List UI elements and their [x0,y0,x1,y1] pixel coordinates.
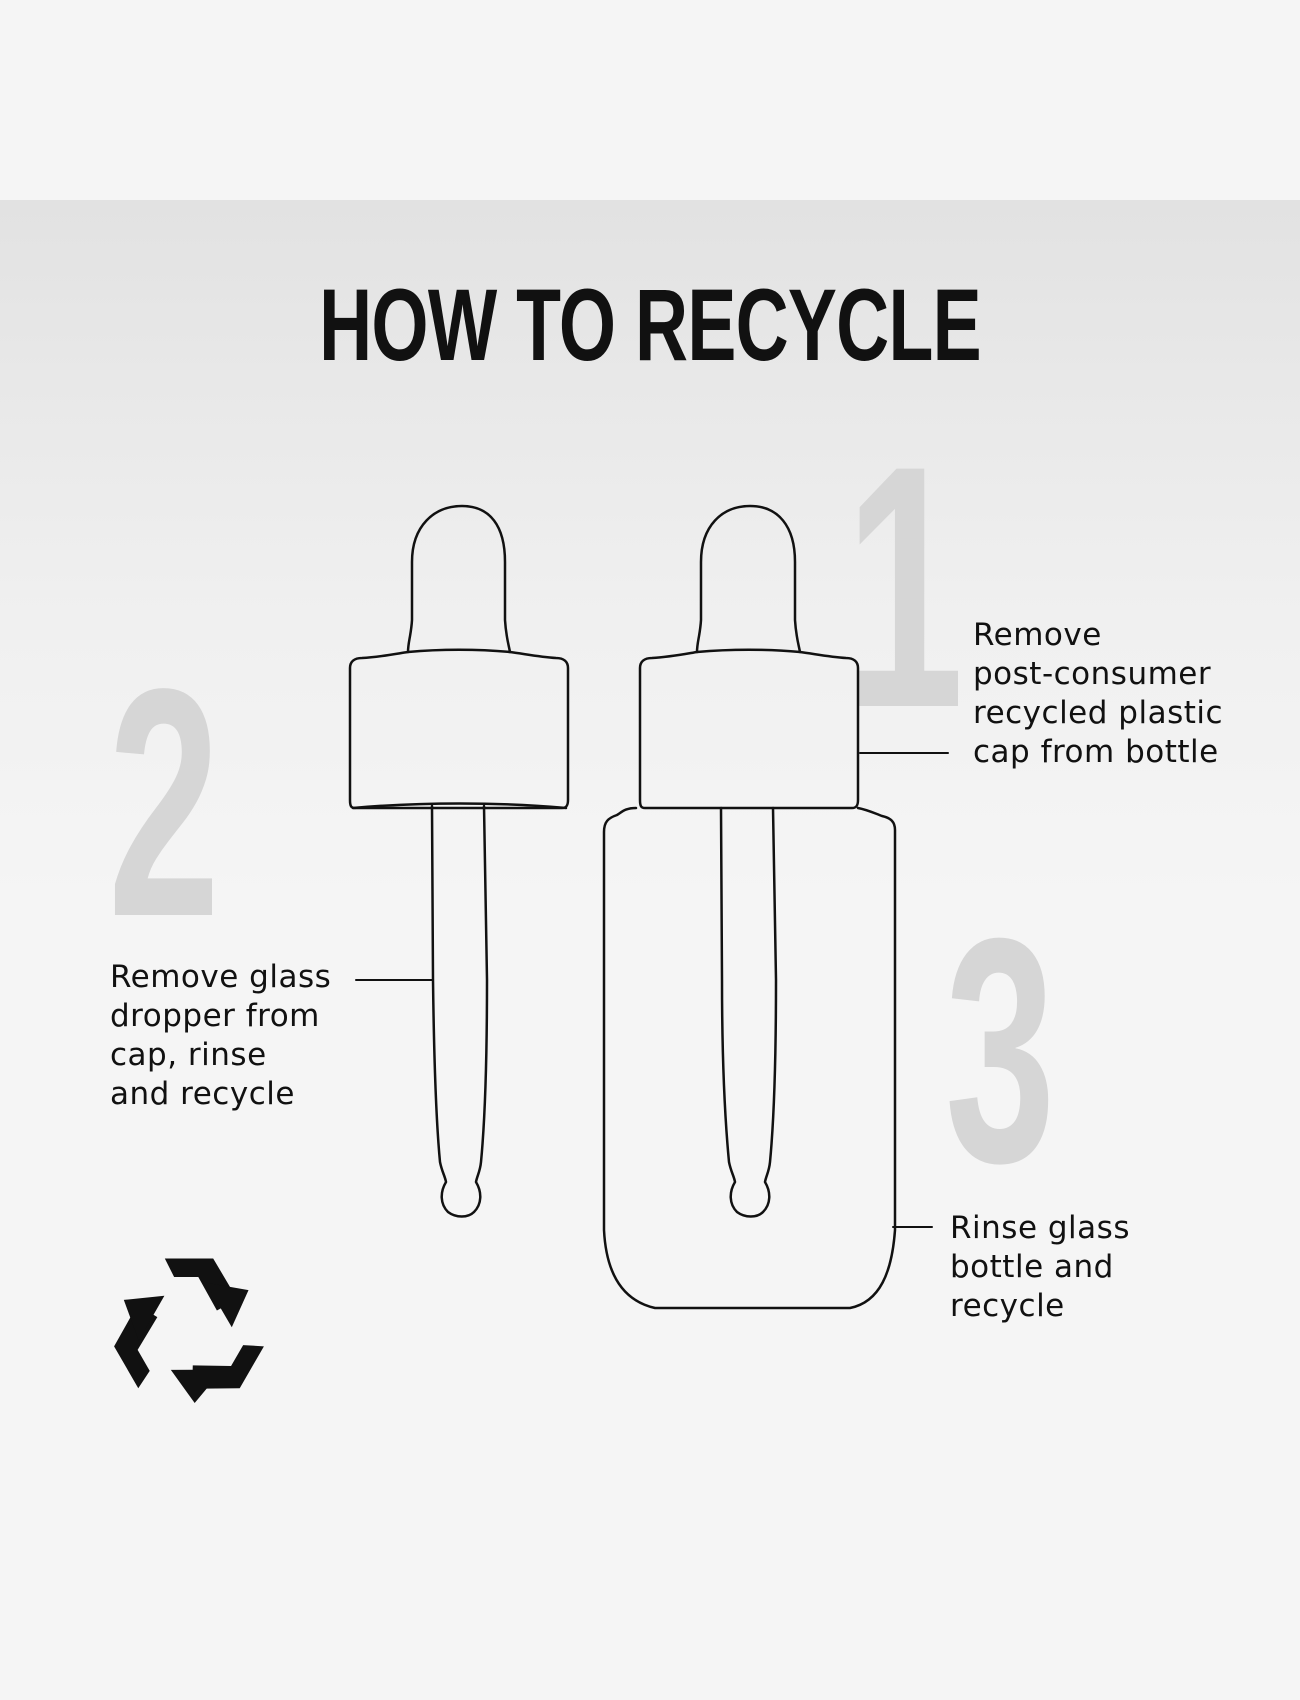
dropper-bulb [406,504,512,654]
bottle-cap [638,648,860,810]
recycle-icon [114,1258,264,1404]
step-1-number: 1 [845,395,964,780]
bottle-body [602,806,897,1310]
recycle-arrow [114,1295,165,1389]
recycle-arrow [164,1258,249,1328]
step-3-description: Rinse glass bottle and recycle [950,1209,1250,1326]
step-1-line: recycled plastic [973,695,1224,731]
bottle-dropper-tube [719,806,778,1218]
step-2-line: dropper from [110,998,320,1034]
dropper-cap-rim [351,802,568,810]
step-2-line: and recycle [110,1076,295,1112]
step-1-line: Remove [973,617,1102,653]
recycle-arrow [170,1345,264,1404]
step-2-line: cap, rinse [110,1037,267,1073]
step-3-line: bottle and [950,1249,1114,1285]
step-3-line: Rinse glass [950,1210,1130,1246]
bottle-dropper-bulb [695,504,802,654]
step-2-number: 2 [108,621,221,984]
step-3-line: recycle [950,1288,1065,1324]
step-1-line: cap from bottle [973,734,1219,770]
step-3-number: 3 [945,871,1056,1229]
bottle-illustration [602,504,897,1310]
dropper-illustration [348,504,570,1218]
step-2-description: Remove glass dropper from cap, rinse and… [110,958,370,1114]
dropper-tube [430,804,489,1218]
page-title: HOW TO RECYCLE [319,268,982,382]
dropper-cap [348,648,570,810]
step-1-description: Remove post-consumer recycled plastic ca… [973,616,1293,772]
step-1-line: post-consumer [973,656,1212,692]
background-panel [0,200,1300,1700]
step-2-line: Remove glass [110,959,332,995]
